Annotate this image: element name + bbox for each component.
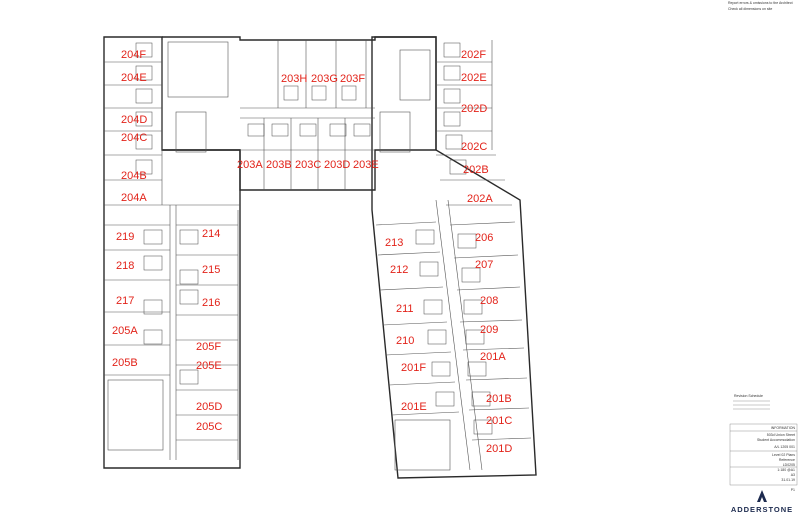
room-label: 201C bbox=[486, 415, 512, 427]
scale-text: 1:180 @A1 bbox=[777, 468, 795, 472]
title-block bbox=[729, 423, 798, 486]
room-label: 204D bbox=[121, 114, 147, 126]
header-notes: Report errors & omissions to the Archite… bbox=[728, 1, 793, 11]
room-label: 205D bbox=[196, 401, 222, 413]
drawing-line-1: Level 02 Plans bbox=[772, 453, 795, 457]
room-label: 201B bbox=[486, 393, 512, 405]
room-label: 206 bbox=[475, 232, 493, 244]
header-note-2: Check all dimensions on site bbox=[728, 7, 772, 11]
room-label: 203F bbox=[340, 73, 365, 85]
room-label: 202F bbox=[461, 49, 486, 61]
brand-mark-icon bbox=[757, 490, 767, 502]
room-label: 203C bbox=[295, 159, 321, 171]
room-label: 211 bbox=[396, 303, 414, 315]
project-line-2: Student Accommodation bbox=[757, 438, 795, 442]
room-label: 203H bbox=[281, 73, 307, 85]
room-label: 208 bbox=[480, 295, 498, 307]
room-label: 218 bbox=[116, 260, 134, 272]
room-label: 201D bbox=[486, 443, 512, 455]
status-text: INFORMATION bbox=[771, 426, 796, 430]
room-label: 205F bbox=[196, 341, 221, 353]
room-label: 203D bbox=[324, 159, 350, 171]
room-label: 203A bbox=[237, 159, 263, 171]
room-label: 215 bbox=[202, 264, 220, 276]
room-label: 212 bbox=[390, 264, 408, 276]
room-label: 204F bbox=[121, 49, 146, 61]
room-label: 201E bbox=[401, 401, 427, 413]
room-label: 203G bbox=[311, 73, 338, 85]
room-label: 207 bbox=[475, 259, 493, 271]
room-label: 202A bbox=[467, 193, 493, 205]
room-label: 214 bbox=[202, 228, 220, 240]
project-line-1: 503d Union Street bbox=[767, 433, 795, 437]
brand-logo: ADDERSTONE bbox=[731, 490, 793, 514]
room-labels: 204F 204E 204D 204C 204B 204A 219 218 21… bbox=[112, 49, 512, 455]
brand-name: ADDERSTONE bbox=[731, 505, 793, 514]
room-label: 202D bbox=[461, 103, 487, 115]
room-label: 210 bbox=[396, 335, 414, 347]
room-label: 202B bbox=[463, 164, 489, 176]
room-label: 203E bbox=[353, 159, 379, 171]
room-label: 213 bbox=[385, 237, 403, 249]
room-label: 204C bbox=[121, 132, 147, 144]
room-label: 219 bbox=[116, 231, 134, 243]
room-label: 204E bbox=[121, 72, 147, 84]
room-label: 205E bbox=[196, 360, 222, 372]
room-label: 201A bbox=[480, 351, 506, 363]
room-label: 217 bbox=[116, 295, 134, 307]
interior-walls bbox=[104, 40, 532, 471]
room-label: 216 bbox=[202, 297, 220, 309]
date-text: 31.01.19 bbox=[781, 478, 795, 482]
room-label: 205A bbox=[112, 325, 138, 337]
revision-text: P1 bbox=[791, 488, 795, 492]
size-text: A3 bbox=[791, 473, 795, 477]
drawing-number: LD0205 bbox=[783, 463, 795, 467]
room-label: 205B bbox=[112, 357, 138, 369]
room-label: 204A bbox=[121, 192, 147, 204]
room-label: 202E bbox=[461, 72, 487, 84]
room-label: 203B bbox=[266, 159, 292, 171]
room-label: 202C bbox=[461, 141, 487, 153]
title-block-text: INFORMATION 503d Union Street Student Ac… bbox=[757, 426, 795, 492]
room-label: 205C bbox=[196, 421, 222, 433]
bathroom-pods bbox=[135, 42, 493, 435]
header-note-1: Report errors & omissions to the Archite… bbox=[728, 1, 793, 5]
room-label: 201F bbox=[401, 362, 426, 374]
project-number: A/L 1205 001 bbox=[774, 445, 795, 449]
drawing-line-2: Reference bbox=[779, 458, 795, 462]
revision-schedule-label: Revision Schedule bbox=[734, 394, 763, 398]
room-label: 209 bbox=[480, 324, 498, 336]
revision-schedule: Revision Schedule bbox=[733, 394, 770, 410]
room-label: 204B bbox=[121, 170, 147, 182]
